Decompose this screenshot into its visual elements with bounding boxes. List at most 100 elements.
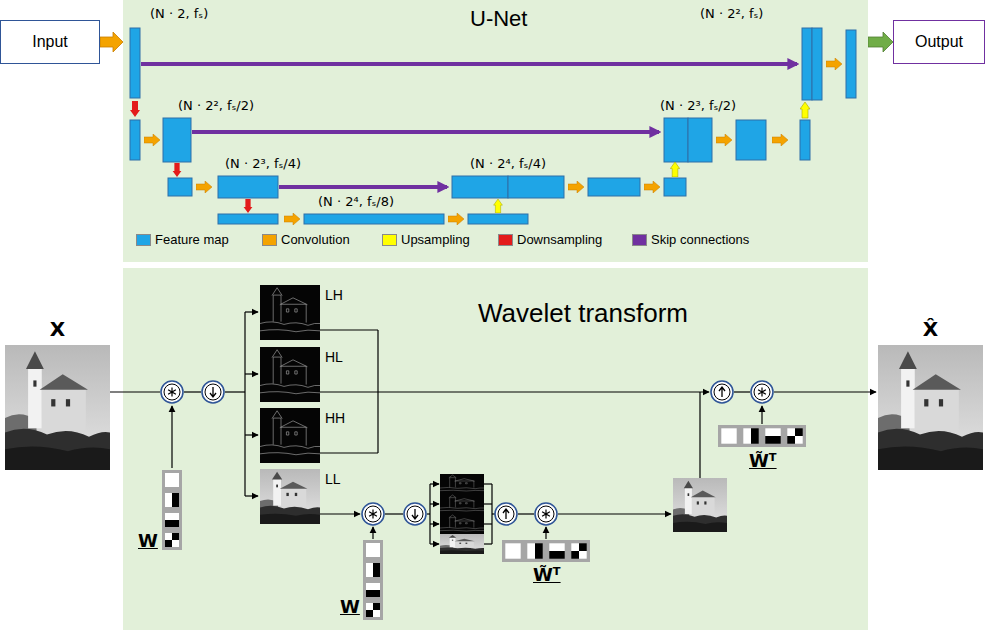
feature-map [218,214,278,224]
image [5,345,110,470]
filter-bank [524,540,546,562]
legend-label: Downsampling [517,232,602,247]
downsampling-arrow [173,163,182,177]
image-label: LL [325,471,341,487]
signal-wire [385,513,403,514]
skip-connection [279,185,447,189]
legend-swatch [632,234,647,246]
signal-wire [245,495,258,496]
filter-bank [363,540,383,560]
convolution-arrow [644,181,660,193]
subband-image: LL [260,469,320,524]
filter-bank [762,425,784,447]
legend-swatch [382,234,397,246]
feature-map [163,118,191,162]
filter-bank [568,540,590,562]
feature-map [664,178,686,196]
feature-map [508,176,564,198]
signal-wire [245,311,258,312]
convolution-arrow [716,134,732,146]
signal-wire [430,503,439,504]
flow-arrow [868,32,893,52]
filter-label: W [138,530,158,551]
image [440,474,484,494]
feature-map [664,118,688,162]
signal-wire [774,391,876,392]
image [260,408,320,463]
filter-label: W̃ᵀ [533,564,561,585]
subband-image: LH [260,285,320,340]
signal-wire [110,391,160,392]
dimension-label: (N · 2⁴, fₛ/4) [470,156,546,171]
image-label: HH [325,410,345,426]
signal-wire [761,406,762,424]
filter-bank [162,490,182,510]
upsampling-arrow [494,199,503,213]
legend-swatch [136,234,151,246]
feature-map [130,28,856,224]
feature-map [452,176,508,198]
legend-item: Upsampling [382,232,470,247]
image [260,469,320,524]
operator-symbol [495,503,517,525]
legend-label: Skip connections [651,232,749,247]
signal-wire [320,513,360,514]
feature-map [846,30,856,98]
dimension-label: (N · 2³, fₛ/4) [225,156,301,171]
legend-label: Feature map [155,232,229,247]
signal-wire [225,391,245,392]
image [440,514,484,534]
feature-map [304,214,444,224]
image [260,285,320,340]
legend-item: Skip connections [632,232,749,247]
filter-bank [740,425,762,447]
signal-wire [430,483,439,484]
wavelet-panel: Wavelet transformLHHLHHLLWWW̃ᵀW̃ᵀ [123,268,868,630]
convolution-arrow [568,181,584,193]
operator-symbol [161,381,773,525]
operator-symbol [362,503,384,525]
dimension-label: (N · 2³, fₛ/2) [660,98,736,113]
convolution-arrow [826,58,842,70]
filter-bank [546,540,568,562]
legend-swatch [498,234,513,246]
legend-item: Convolution [262,232,350,247]
signal-wire [734,391,750,392]
convolution-arrow [448,213,464,225]
image [440,494,484,514]
operator-symbol [161,381,183,403]
flow-arrow [100,32,123,52]
signal-wire [171,406,172,468]
signal-wire [430,543,439,544]
image [5,285,983,554]
operator-symbol [711,381,733,403]
output-box: Output [893,20,985,64]
filter-bank [502,540,524,562]
skip-connection [192,130,659,134]
feature-map [468,214,528,224]
feature-map [812,28,822,100]
filter-bank [363,600,383,620]
box-label: Output [915,33,963,51]
image-label: X̂ [878,317,983,341]
feature-map [130,120,140,160]
subband-image: HL [260,347,320,402]
downsampling-arrow [130,101,140,117]
filter-label: W [340,596,360,617]
operator-symbol [535,503,557,525]
feature-map [736,120,766,160]
feature-map [800,120,810,160]
convolution-arrow [284,213,300,225]
upsampling-arrow [670,162,679,177]
operator-symbol [202,381,224,403]
dimension-label: (N · 2², fₛ/2) [178,98,254,113]
panel-title: U-Net [470,6,527,32]
input-image: X [5,345,110,470]
panel-title: Wavelet transform [478,298,688,329]
image [260,347,320,402]
dimension-label: (N · 2, fₛ) [150,6,208,21]
image [440,534,484,554]
signal-wire [484,523,492,524]
downsampling-arrow [244,199,253,213]
image-label: X [5,317,110,341]
